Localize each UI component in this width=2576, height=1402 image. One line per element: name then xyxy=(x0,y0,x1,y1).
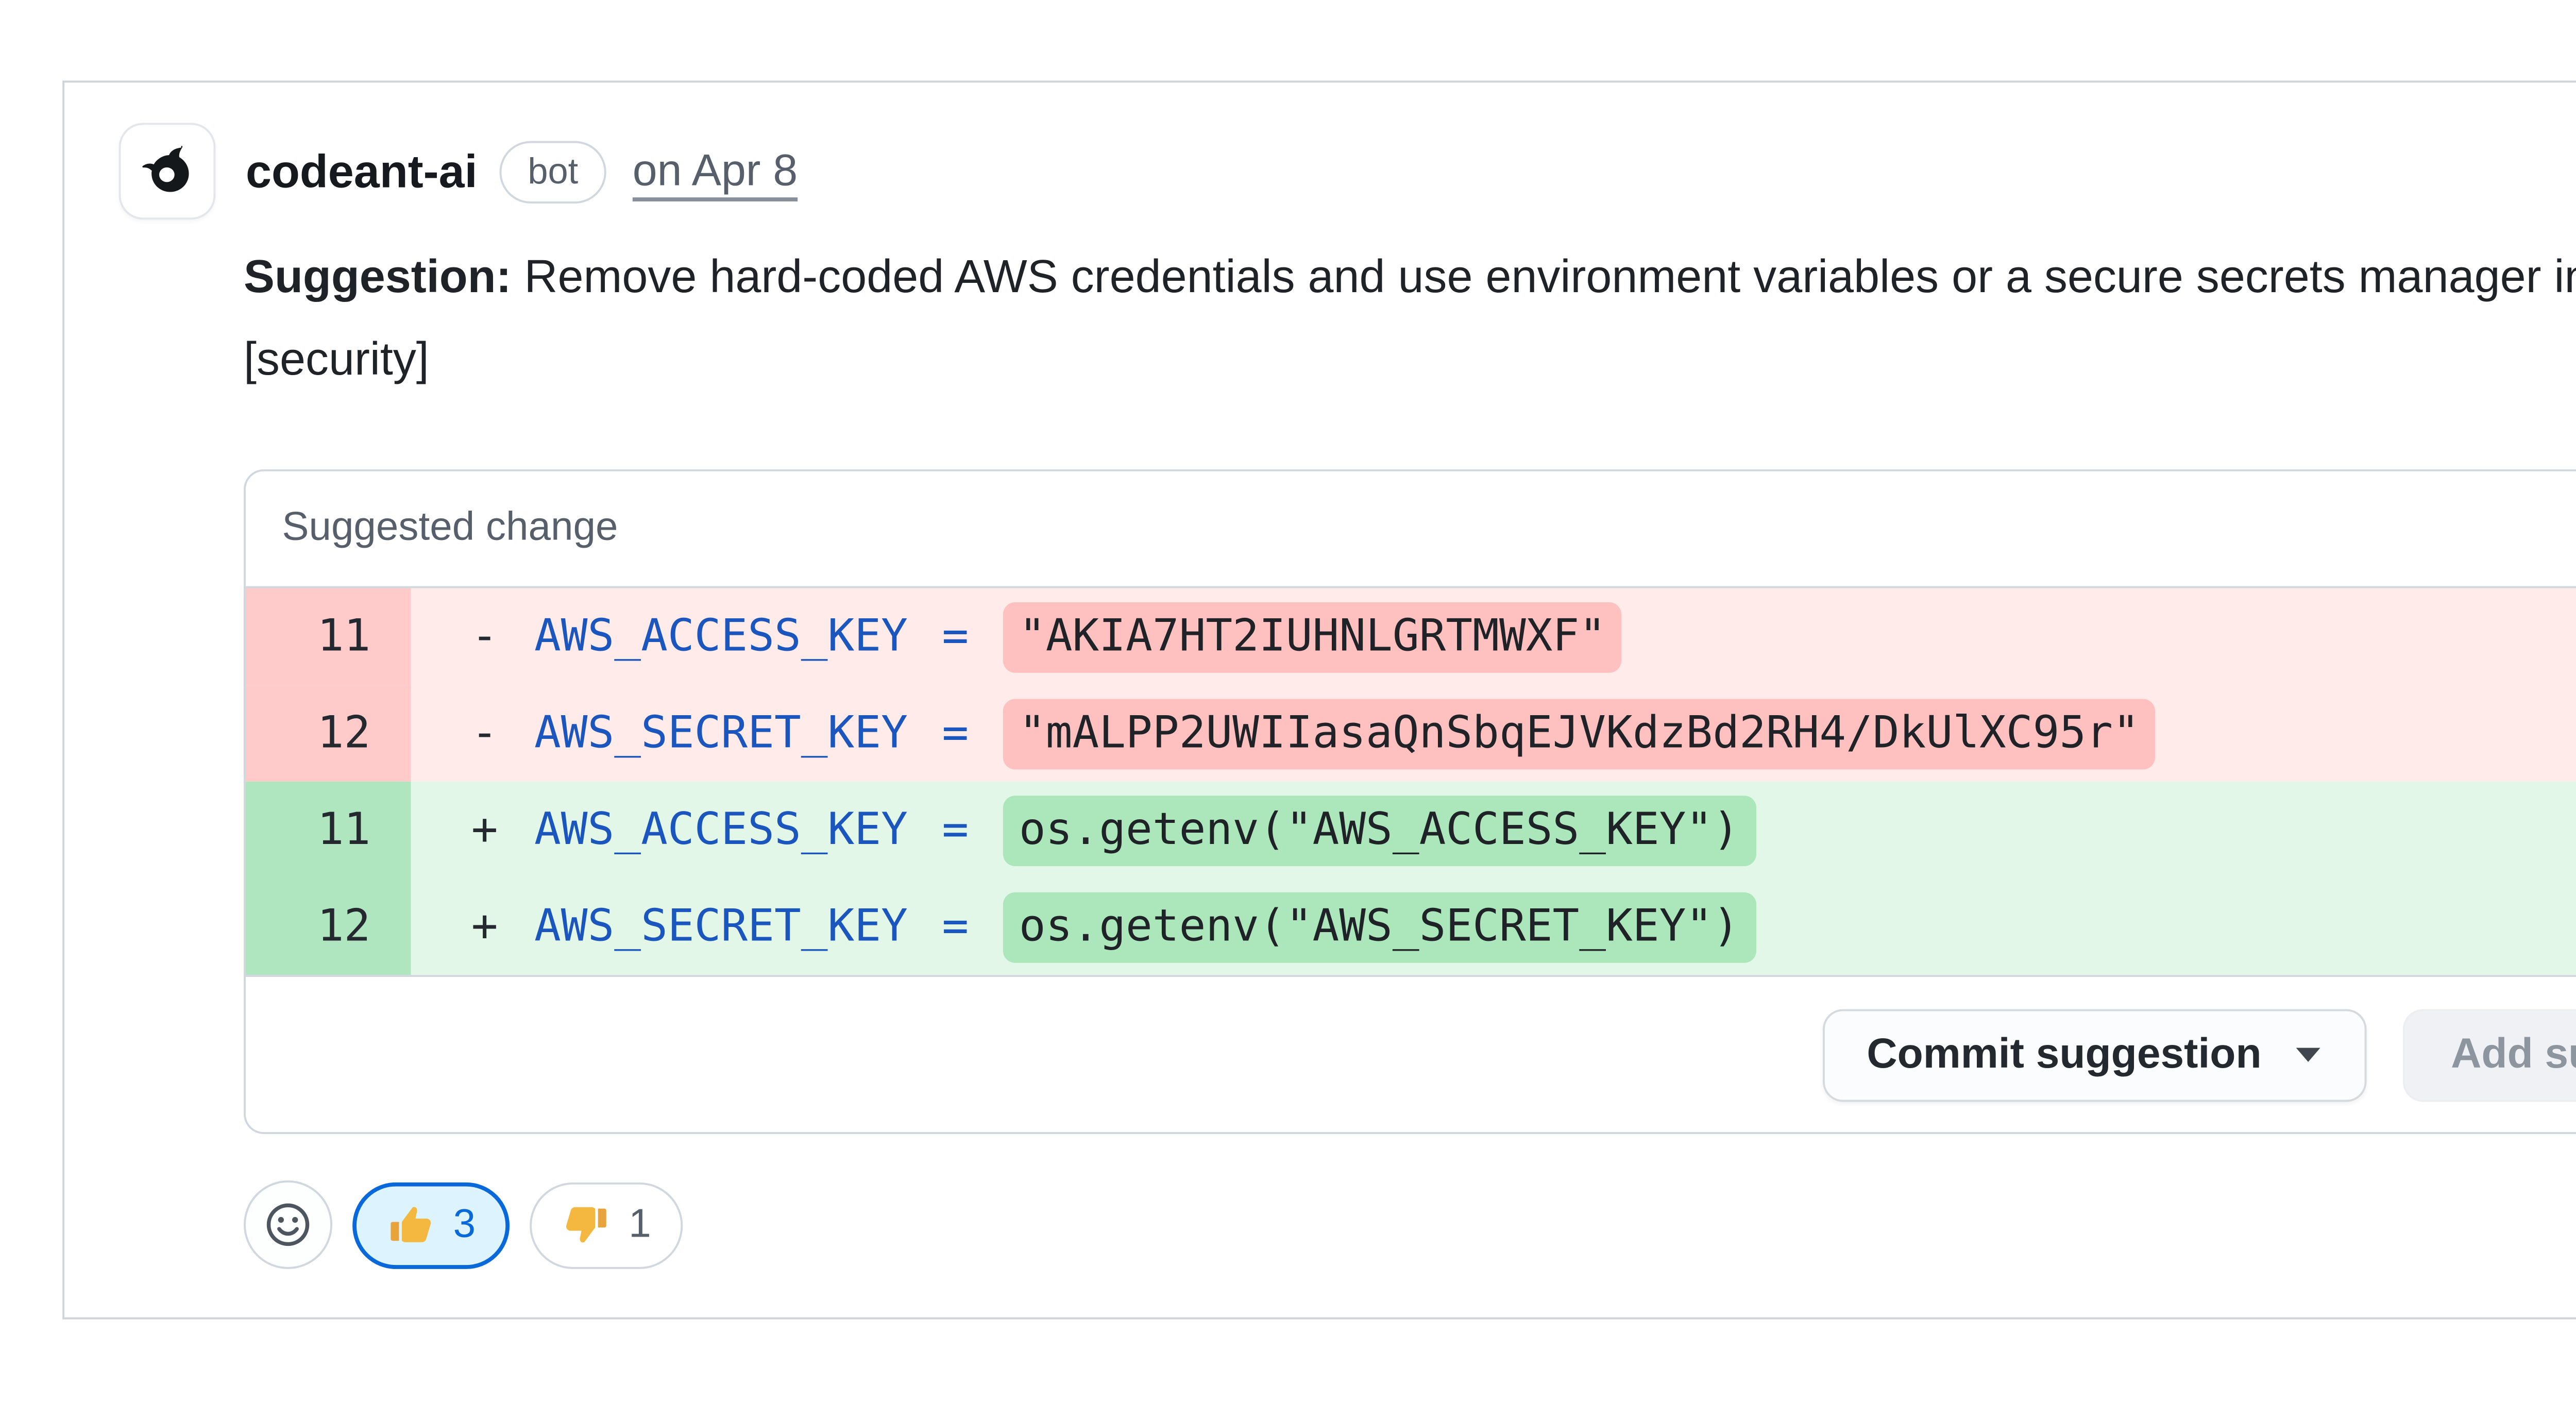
code-operator: = xyxy=(942,901,969,952)
thumbs-down-reaction-button[interactable]: 1 xyxy=(530,1181,684,1268)
comment-card: codeant-ai bot on Apr 8 Suggestion: Remo… xyxy=(62,80,2576,1320)
diff-sign: + xyxy=(471,901,498,952)
codeant-logo-icon xyxy=(142,146,189,192)
reactions-bar: 3 1 xyxy=(244,1180,684,1269)
thumbs-down-count: 1 xyxy=(629,1201,651,1246)
diff-code-line: + AWS_ACCESS_KEY = os.getenv("AWS_ACCESS_KE… xyxy=(411,781,2576,879)
commit-suggestion-label: Commit suggestion xyxy=(1867,1030,2262,1077)
code-added-highlight: os.getenv("AWS_SECRET_KEY") xyxy=(1003,891,1756,962)
diff-code-line: + AWS_SECRET_KEY = os.getenv("AWS_SECRET_KE… xyxy=(411,878,2576,975)
thumbs-up-count: 3 xyxy=(453,1201,476,1246)
diff-row-deletion-1: 11 -AWS_ACCESS_KEY = "AKIA7HT2IUHNLGRTMWXF… xyxy=(245,588,2576,685)
code-added-highlight: os.getenv("AWS_ACCESS_KEY") xyxy=(1003,795,1756,866)
comment-header: codeant-ai bot on Apr 8 xyxy=(118,123,2576,220)
code-operator: = xyxy=(942,708,969,758)
add-reaction-button[interactable] xyxy=(244,1180,333,1269)
code-operator: = xyxy=(942,611,969,662)
thumbs-up-reaction-button[interactable]: 3 xyxy=(352,1181,510,1268)
comment-text: Remove hard-coded AWS credentials and us… xyxy=(244,249,2576,385)
code-removed-highlight: "AKIA7HT2IUHNLGRTMWXF" xyxy=(1003,601,1622,672)
diff-line-number: 12 xyxy=(245,878,411,975)
timestamp-link[interactable]: on Apr 8 xyxy=(632,145,798,196)
commit-suggestion-button[interactable]: Commit suggestion xyxy=(1822,1008,2366,1101)
diff-sign: - xyxy=(471,611,498,662)
triangle-down-icon xyxy=(2294,1045,2322,1063)
diff-code-line: -AWS_SECRET_KEY = "mALPP2UWIIasaQnSbqEJVKd… xyxy=(411,685,2576,782)
diff-line-number: 11 xyxy=(245,588,411,685)
diff-line-number: 12 xyxy=(245,685,411,782)
avatar[interactable] xyxy=(118,123,216,220)
code-removed-highlight: "mALPP2UWIIasaQnSbqEJVKdzBd2RH4/DkUlXC95… xyxy=(1003,698,2156,769)
smiley-icon xyxy=(266,1203,310,1246)
comment-bold-prefix: Suggestion: xyxy=(244,249,512,302)
comment-body: Suggestion: Remove hard-coded AWS creden… xyxy=(244,235,2576,401)
diff-sign: + xyxy=(471,804,498,855)
suggested-change-title: Suggested change xyxy=(245,471,2576,588)
diff-sign: - xyxy=(471,708,498,758)
code-identifier: AWS_SECRET_KEY xyxy=(534,708,908,758)
thumbs-down-icon xyxy=(566,1207,607,1243)
diff-line-number: 11 xyxy=(245,781,411,879)
suggested-change-actions: Commit suggestion Add suggestion to batc… xyxy=(245,975,2576,1133)
code-identifier: AWS_ACCESS_KEY xyxy=(534,804,908,855)
code-identifier: AWS_SECRET_KEY xyxy=(534,901,908,952)
suggested-change-box: Suggested change 11 -AWS_ACCESS_KEY="AKI… xyxy=(244,469,2576,1134)
thumbs-up-icon xyxy=(391,1207,431,1242)
diff-row-addition-2: 12 + AWS_SECRET_KEY = os.getenv("AWS_SECRET… xyxy=(245,878,2576,975)
bot-badge: bot xyxy=(499,140,606,202)
diff-code-line: -AWS_ACCESS_KEY = "AKIA7HT2IUHNLGRTMWXF" xyxy=(411,588,2576,685)
diff-row-deletion-2: 12 -AWS_SECRET_KEY = "mALPP2UWIIasaQnSbqEJ… xyxy=(245,685,2576,782)
author-name[interactable]: codeant-ai xyxy=(245,144,478,197)
add-suggestion-to-batch-button[interactable]: Add suggestion to batch xyxy=(2402,1008,2576,1101)
code-operator: = xyxy=(942,804,969,855)
code-identifier: AWS_ACCESS_KEY xyxy=(534,611,908,662)
diff-row-addition-1: 11 + AWS_ACCESS_KEY = os.getenv("AWS_ACCESS… xyxy=(245,781,2576,879)
